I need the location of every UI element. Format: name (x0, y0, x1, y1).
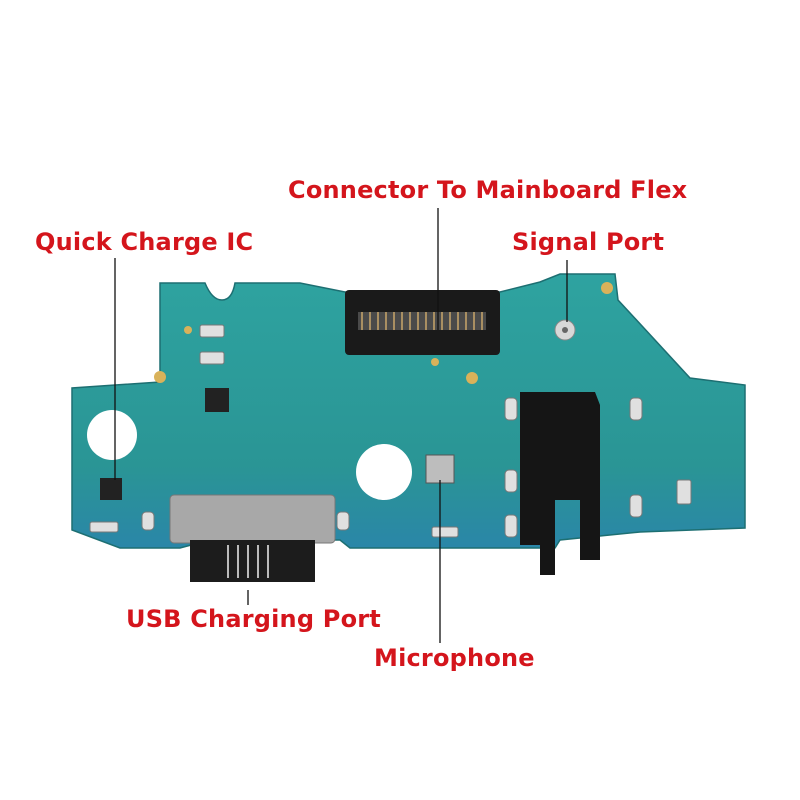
mounting-hole (356, 444, 412, 500)
microphone-component (425, 454, 455, 484)
audio-jack (520, 392, 600, 575)
label-connector-to-mainboard-flex: Connector To Mainboard Flex (288, 176, 688, 204)
label-quick-charge-ic: Quick Charge IC (35, 228, 254, 256)
label-usb-charging-port: USB Charging Port (126, 605, 381, 633)
quick-charge-ic (100, 478, 122, 500)
leader-lines (114, 208, 568, 643)
usb-c-port (169, 494, 336, 544)
label-microphone: Microphone (374, 644, 535, 672)
label-signal-port: Signal Port (512, 228, 665, 256)
mounting-hole (87, 410, 137, 460)
